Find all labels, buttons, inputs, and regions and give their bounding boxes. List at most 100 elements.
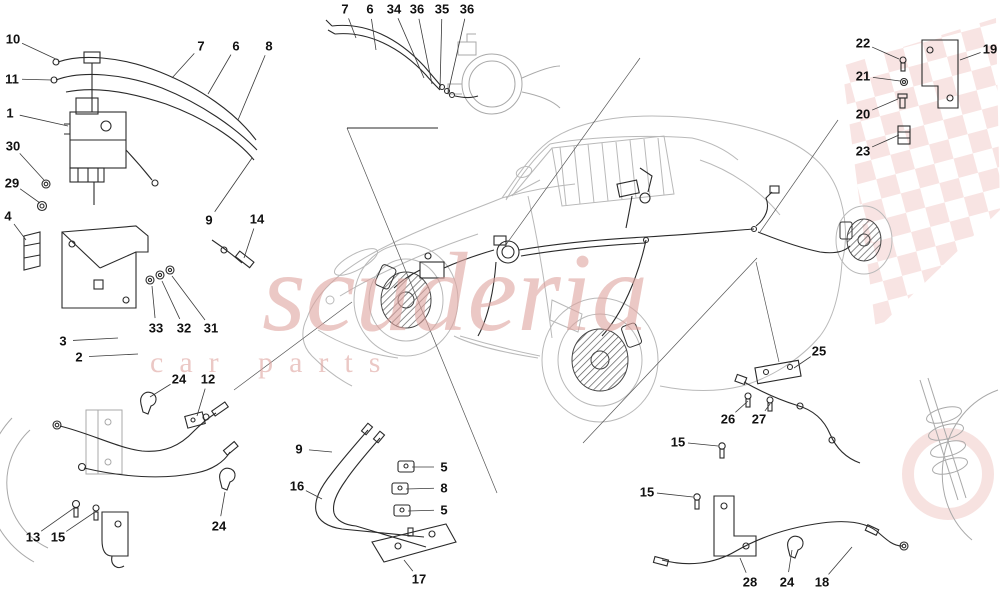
svg-text:15: 15 <box>640 485 654 500</box>
callout-27: 27 <box>752 403 771 427</box>
svg-text:16: 16 <box>290 479 304 494</box>
callout-19: 19 <box>959 42 997 61</box>
svg-text:5: 5 <box>440 460 447 475</box>
svg-text:25: 25 <box>812 344 826 359</box>
svg-text:26: 26 <box>721 412 735 427</box>
callout-34: 34 <box>387 2 425 79</box>
svg-text:22: 22 <box>856 36 870 51</box>
callout-24: 24 <box>212 491 227 534</box>
callout-22: 22 <box>856 36 900 60</box>
callout-24: 24 <box>149 372 187 398</box>
svg-text:28: 28 <box>743 575 757 590</box>
svg-text:9: 9 <box>205 213 212 228</box>
callout-36: 36 <box>410 2 433 85</box>
callout-21: 21 <box>856 69 901 84</box>
svg-text:8: 8 <box>440 481 447 496</box>
callout-36: 36 <box>447 2 474 94</box>
callout-1: 1 <box>6 106 69 127</box>
callout-2: 2 <box>75 350 139 365</box>
callout-9: 9 <box>205 157 253 228</box>
svg-text:7: 7 <box>197 39 204 54</box>
svg-text:17: 17 <box>412 572 426 587</box>
front-wheel <box>353 243 459 357</box>
svg-text:34: 34 <box>387 2 402 17</box>
svg-text:4: 4 <box>4 209 12 224</box>
svg-text:10: 10 <box>6 32 20 47</box>
brake-booster-detail <box>325 19 561 129</box>
callout-5: 5 <box>407 503 448 518</box>
callout-23: 23 <box>856 134 900 159</box>
svg-text:11: 11 <box>5 72 19 87</box>
callout-24: 24 <box>780 549 795 590</box>
callout-16: 16 <box>290 479 323 500</box>
far-rear-wheel <box>835 205 893 275</box>
svg-text:12: 12 <box>201 372 215 387</box>
svg-text:21: 21 <box>856 69 870 84</box>
callout-13: 13 <box>26 507 75 545</box>
callout-25: 25 <box>793 344 826 369</box>
svg-text:15: 15 <box>671 435 685 450</box>
pointer-lines <box>233 57 839 494</box>
svg-text:29: 29 <box>5 176 19 191</box>
callout-8: 8 <box>237 39 273 121</box>
svg-text:5: 5 <box>440 503 447 518</box>
callout-30: 30 <box>6 139 45 181</box>
abs-unit-detail <box>23 51 258 309</box>
svg-text:6: 6 <box>232 39 239 54</box>
svg-text:33: 33 <box>149 321 163 336</box>
callout-10: 10 <box>6 32 59 61</box>
watermark-line1: scuderia <box>262 231 648 355</box>
svg-text:15: 15 <box>51 530 65 545</box>
callout-31: 31 <box>171 275 218 336</box>
svg-text:2: 2 <box>75 350 82 365</box>
pipe-detail <box>315 422 457 563</box>
callout-12: 12 <box>196 372 215 417</box>
callout-7: 7 <box>171 39 205 79</box>
svg-text:8: 8 <box>265 39 272 54</box>
svg-text:31: 31 <box>204 321 218 336</box>
callout-15: 15 <box>671 435 719 450</box>
watermark: scuderia car parts <box>150 231 648 379</box>
car-outline <box>302 115 846 391</box>
logo-ring-watermark <box>902 428 994 520</box>
svg-text:24: 24 <box>172 372 187 387</box>
callout-7: 7 <box>341 2 357 39</box>
callout-33: 33 <box>149 285 163 336</box>
watermark-line2: car parts <box>150 346 396 379</box>
svg-text:6: 6 <box>366 2 373 17</box>
callout-15: 15 <box>51 511 96 545</box>
front-hose-detail <box>0 391 239 569</box>
bracket-detail <box>897 39 959 145</box>
svg-text:7: 7 <box>341 2 348 17</box>
callout-9: 9 <box>295 442 333 457</box>
svg-text:1: 1 <box>6 106 13 121</box>
svg-text:24: 24 <box>212 519 227 534</box>
svg-text:24: 24 <box>780 575 795 590</box>
checkered-flag-watermark <box>842 18 1000 330</box>
callout-6: 6 <box>366 2 377 51</box>
callout-32: 32 <box>161 280 191 336</box>
callout-26: 26 <box>721 400 749 427</box>
in-car-brake-system <box>393 167 851 337</box>
rear-wheel <box>541 297 659 423</box>
svg-text:13: 13 <box>26 530 40 545</box>
svg-text:23: 23 <box>856 144 870 159</box>
svg-text:35: 35 <box>435 2 449 17</box>
callout-6: 6 <box>207 39 240 95</box>
callout-4: 4 <box>4 209 27 241</box>
svg-text:36: 36 <box>460 2 474 17</box>
svg-text:20: 20 <box>856 107 870 122</box>
svg-text:30: 30 <box>6 139 20 154</box>
callout-11: 11 <box>5 72 53 87</box>
callout-18: 18 <box>815 546 853 590</box>
callout-28: 28 <box>739 557 757 590</box>
callout-5: 5 <box>412 460 448 475</box>
svg-text:3: 3 <box>59 334 66 349</box>
svg-text:32: 32 <box>177 321 191 336</box>
svg-text:14: 14 <box>250 212 265 227</box>
callout-20: 20 <box>856 98 899 122</box>
svg-text:9: 9 <box>295 442 302 457</box>
callout-8: 8 <box>405 481 448 496</box>
